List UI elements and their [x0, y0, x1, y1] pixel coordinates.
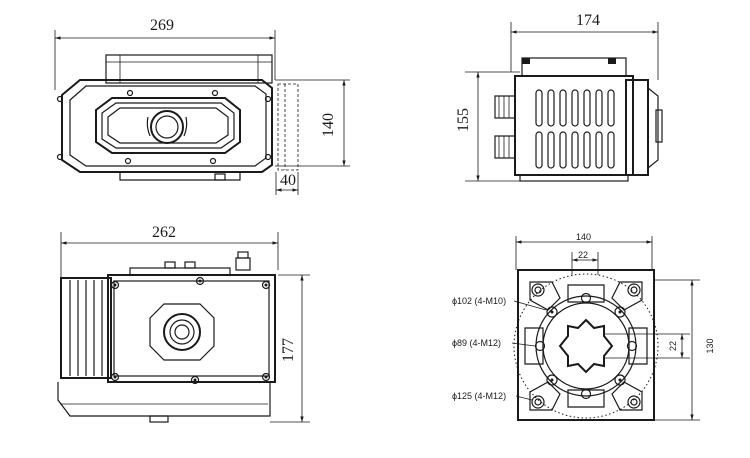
- dim-130-label: 130: [705, 338, 715, 353]
- cooling-fins: [535, 89, 615, 169]
- pcd-125-label: ϕ125 (4-M12): [452, 391, 506, 401]
- dim-262-label: 262: [152, 224, 176, 241]
- dim-22-top-label: 22: [578, 250, 588, 260]
- flange-view-bottom-right: 140 22: [452, 232, 715, 421]
- dim-22-vert-label: 22: [668, 341, 678, 351]
- pcd-102-label: ϕ102 (4-M10): [452, 296, 506, 306]
- dim-40-label: 40: [280, 172, 296, 189]
- dim-140-label: 140: [320, 113, 337, 137]
- front-view-bottom-left: 262: [57, 224, 310, 423]
- dim-155-label: 155: [455, 108, 472, 132]
- dim-174-label: 174: [576, 12, 600, 29]
- pcd-89-label: ϕ89 (4-M12): [452, 338, 501, 348]
- dim-269-label: 269: [150, 17, 174, 34]
- front-fins: [69, 280, 103, 376]
- side-view-top-left: 269 40: [54, 17, 350, 195]
- end-view-top-right: 174: [455, 12, 663, 182]
- dim-140-flange-label: 140: [576, 232, 591, 242]
- dim-177-label: 177: [280, 338, 297, 362]
